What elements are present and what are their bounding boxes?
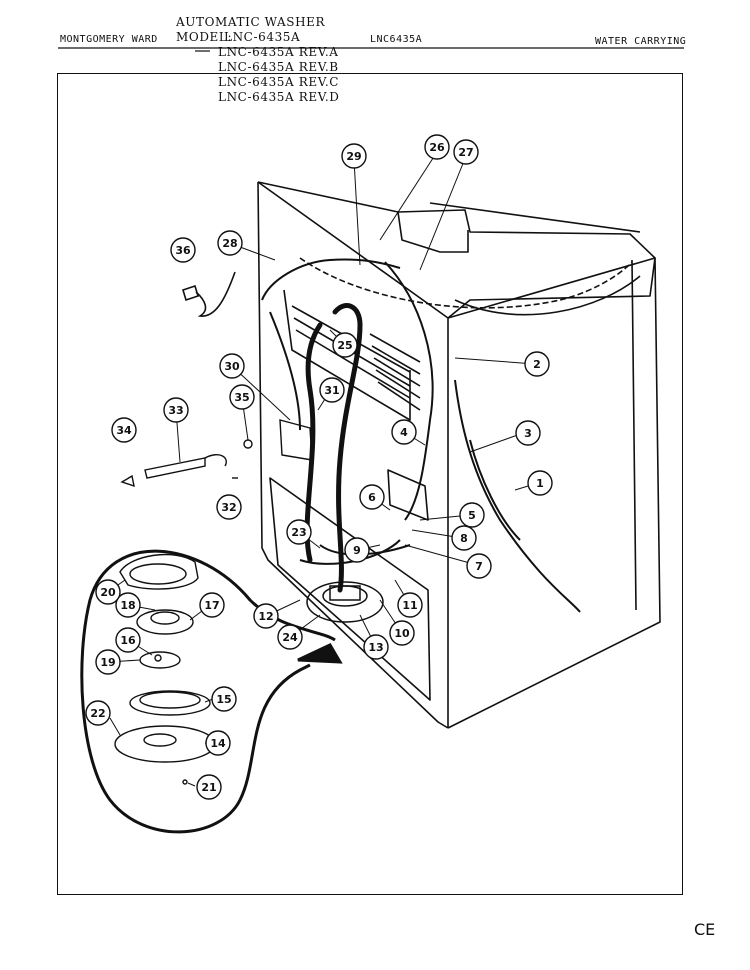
callout-27-label: 27: [458, 146, 473, 159]
document-title: AUTOMATIC WASHER: [176, 15, 326, 29]
inlet-hose-parts: [120, 419, 313, 488]
callout-28-label: 28: [222, 237, 237, 250]
callout-34-label: 34: [116, 424, 132, 437]
callout-3-label: 3: [524, 427, 532, 440]
callout-30-label: 30: [224, 360, 240, 373]
washer-cabinet: [257, 181, 661, 729]
callout-22: 22: [85, 700, 111, 726]
callout-1-label: 1: [536, 477, 544, 490]
callout-18-label: 18: [120, 599, 135, 612]
exploded-parts: [114, 553, 216, 785]
callout-2-label: 2: [533, 358, 541, 371]
pump-assembly: [306, 581, 384, 623]
callout-20-label: 20: [100, 586, 116, 599]
callout-23: 23: [286, 519, 312, 545]
callout-1: 1: [527, 470, 553, 496]
power-cord: [182, 271, 236, 317]
callout-24-label: 24: [282, 631, 298, 644]
callout-4: 4: [391, 419, 417, 445]
callout-32-label: 32: [221, 501, 236, 514]
callout-16: 16: [115, 627, 141, 653]
callout-28: 28: [217, 230, 243, 256]
header-rules: [58, 47, 684, 52]
callout-14: 14: [205, 730, 231, 756]
callout-25: 25: [332, 332, 358, 358]
callout-10-label: 10: [394, 627, 410, 640]
callout-29-label: 29: [346, 150, 361, 163]
callout-22-label: 22: [90, 707, 105, 720]
callout-36-label: 36: [175, 244, 191, 257]
callout-9: 9: [344, 537, 370, 563]
callout-17-label: 17: [204, 599, 219, 612]
callout-7-label: 7: [475, 560, 483, 573]
callout-24: 24: [277, 624, 303, 650]
callout-33: 33: [163, 397, 189, 423]
callout-18: 18: [115, 592, 141, 618]
callout-29: 29: [341, 143, 367, 169]
model-prefix: MODEL:: [176, 30, 233, 44]
callout-34: 34: [111, 417, 137, 443]
callout-8-label: 8: [460, 532, 468, 545]
callout-25-label: 25: [337, 339, 352, 352]
callout-7: 7: [466, 553, 492, 579]
callout-31-label: 31: [324, 384, 339, 397]
callout-17: 17: [199, 592, 225, 618]
callout-2: 2: [524, 351, 550, 377]
model-line-2: LNC-6435A REV.B: [218, 60, 339, 74]
diagram-frame: [57, 73, 683, 895]
callout-9-label: 9: [353, 544, 361, 557]
callout-26: 26: [424, 134, 450, 160]
callout-26-label: 26: [429, 141, 445, 154]
callout-21-label: 21: [201, 781, 216, 794]
callout-36: 36: [170, 237, 196, 263]
callout-35: 35: [229, 384, 255, 410]
callout-8: 8: [451, 525, 477, 551]
callout-15-label: 15: [216, 693, 231, 706]
callout-6: 6: [359, 484, 385, 510]
callout-6-label: 6: [368, 491, 376, 504]
callout-27: 27: [453, 139, 479, 165]
callout-35-label: 35: [234, 391, 249, 404]
callout-11: 11: [397, 592, 423, 618]
callout-4-label: 4: [400, 426, 408, 439]
callout-13-label: 13: [368, 641, 383, 654]
brand-label: MONTGOMERY WARD: [60, 34, 158, 45]
callout-21: 21: [196, 774, 222, 800]
callout-10: 10: [389, 620, 415, 646]
callout-14-label: 14: [210, 737, 226, 750]
callout-5: 5: [459, 502, 485, 528]
callout-12-label: 12: [258, 610, 273, 623]
callout-19-label: 19: [100, 656, 115, 669]
callout-19: 19: [95, 649, 121, 675]
callout-15: 15: [211, 686, 237, 712]
callout-33-label: 33: [168, 404, 183, 417]
callout-16-label: 16: [120, 634, 136, 647]
callout-32: 32: [216, 494, 242, 520]
callout-23-label: 23: [291, 526, 306, 539]
callout-11-label: 11: [402, 599, 417, 612]
callout-3: 3: [515, 420, 541, 446]
callout-30: 30: [219, 353, 245, 379]
model-line-4: LNC-6435A REV.D: [218, 90, 340, 104]
callout-13: 13: [363, 634, 389, 660]
callout-20: 20: [95, 579, 121, 605]
model-line-0: LNC-6435A: [224, 30, 301, 44]
section-title: WATER CARRYING: [595, 36, 687, 47]
exploded-loop: [80, 549, 343, 834]
callout-31: 31: [319, 377, 345, 403]
corner-mark: CE: [694, 920, 716, 939]
callout-12: 12: [253, 603, 279, 629]
callout-5-label: 5: [468, 509, 476, 522]
model-line-3: LNC-6435A REV.C: [218, 75, 340, 89]
model-code: LNC6435A: [370, 34, 423, 45]
